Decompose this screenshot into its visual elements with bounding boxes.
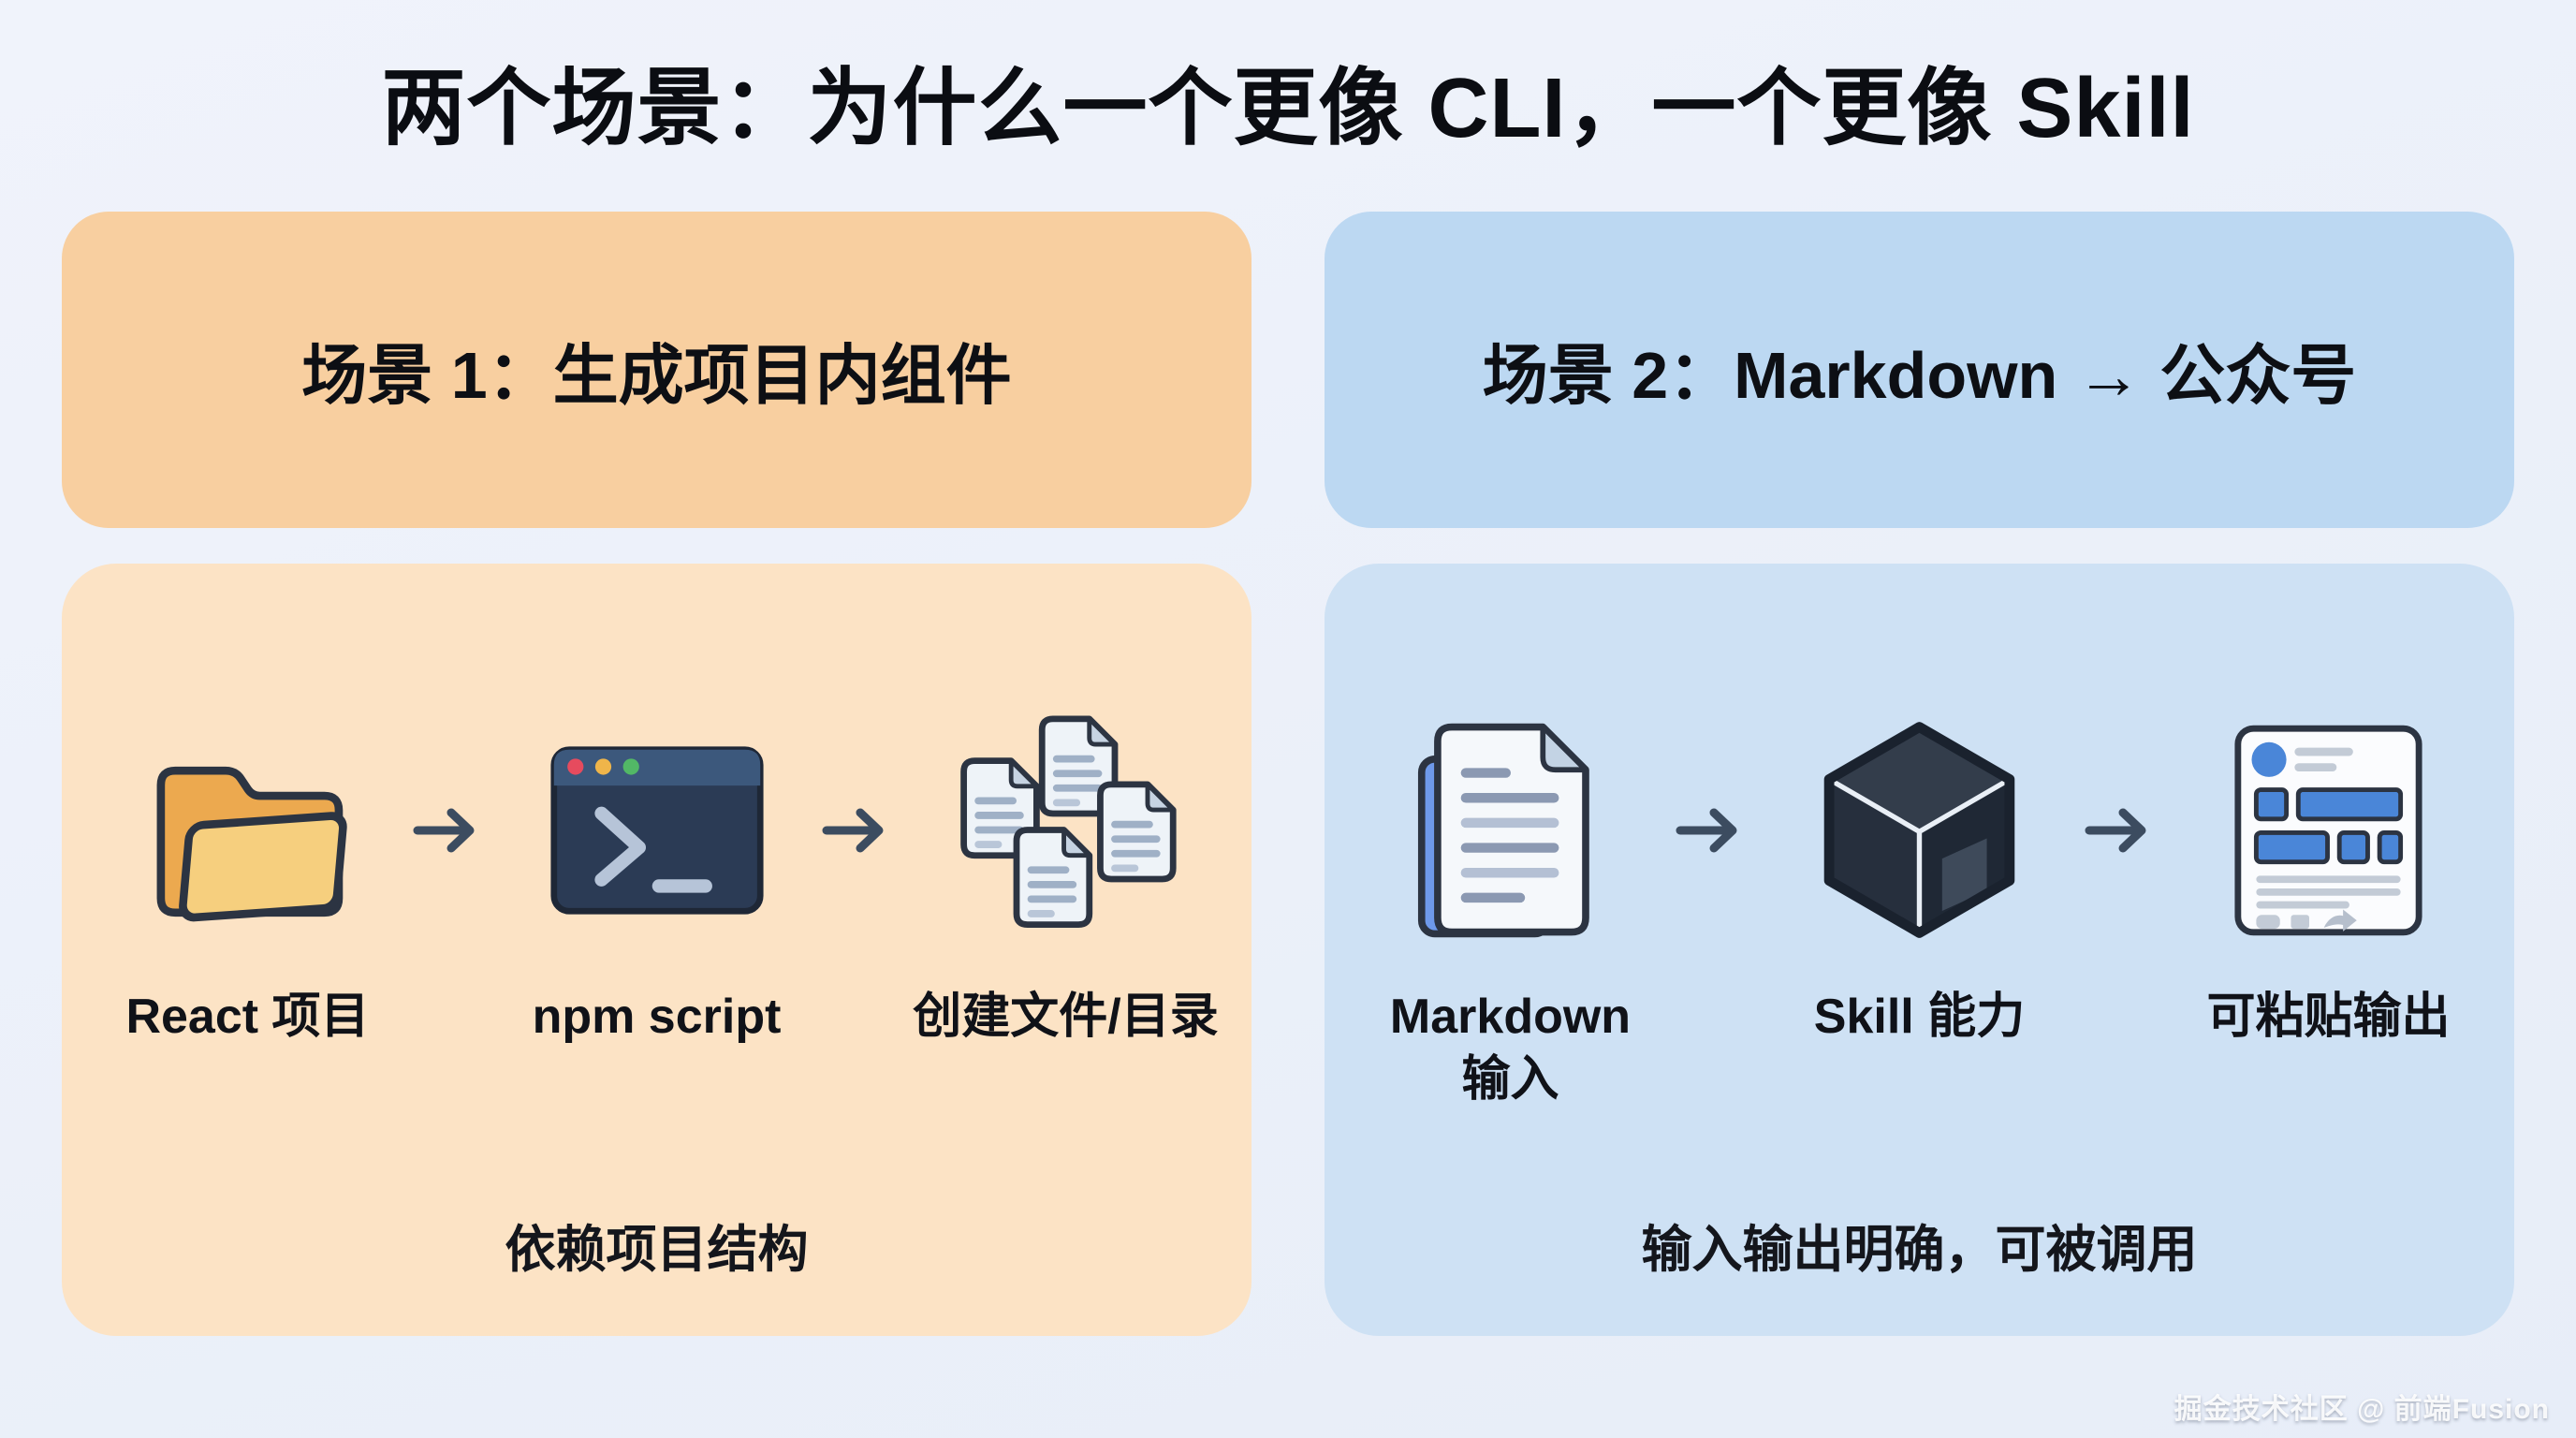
arrow-right-icon — [818, 715, 904, 945]
step-skill-capability: Skill 能力 — [1758, 715, 2081, 1049]
arrow-right-icon — [409, 715, 495, 945]
skill-cube-icon — [1809, 715, 2029, 945]
scenario-2-caption: 输入输出明确，可被调用 — [1641, 1222, 2198, 1278]
scenario-1-caption: 依赖项目结构 — [505, 1222, 809, 1278]
scenario-1-header-text: 场景 1：生成项目内组件 — [301, 338, 1012, 412]
scenario-1-header-card: 场景 1：生成项目内组件 — [62, 212, 1251, 528]
scenario-1-column: 场景 1：生成项目内组件 — [62, 212, 1251, 1336]
scenario-1-body-card: React 项目 — [62, 564, 1251, 1336]
infographic-page: 两个场景：为什么一个更像 CLI，一个更像 Skill 场景 1：生成项目内组件 — [0, 62, 2576, 1425]
arrow-right-icon — [2081, 715, 2167, 945]
scenario-2-header-text: 场景 2：Markdown → 公众号 — [1482, 338, 2357, 412]
scenario-2-header-card: 场景 2：Markdown → 公众号 — [1325, 212, 2514, 528]
step-create-files: 创建文件/目录 — [904, 715, 1227, 1049]
step-label-skill-capability: Skill 能力 — [1813, 990, 2026, 1044]
folder-icon — [136, 715, 360, 945]
watermark: 掘金技术社区 @ 前端Fusion — [2174, 1394, 2550, 1425]
step-label-paste-output: 可粘贴输出 — [2206, 990, 2451, 1044]
scenario-2-column: 场景 2：Markdown → 公众号 — [1325, 212, 2514, 1336]
terminal-icon — [549, 715, 765, 945]
page-title: 两个场景：为什么一个更像 CLI，一个更像 Skill — [381, 62, 2195, 155]
markdown-doc-icon — [1412, 715, 1609, 945]
files-icon — [951, 715, 1180, 945]
step-label-npm-script: npm script — [532, 990, 782, 1044]
scenario-2-flow: Markdown 输入 — [1325, 715, 2514, 1110]
step-react-project: React 项目 — [86, 715, 409, 1049]
step-paste-output: 可粘贴输出 — [2167, 715, 2490, 1049]
scenario-1-flow: React 项目 — [62, 715, 1251, 1049]
step-npm-script: npm script — [495, 715, 818, 1049]
step-label-markdown-input: Markdown 输入 — [1389, 990, 1632, 1107]
scenario-columns: 场景 1：生成项目内组件 — [0, 212, 2576, 1336]
paste-output-icon — [2232, 715, 2424, 945]
step-label-react-project: React 项目 — [125, 990, 370, 1044]
step-markdown-input: Markdown 输入 — [1349, 715, 1672, 1110]
arrow-right-icon — [1672, 715, 1758, 945]
scenario-2-body-card: Markdown 输入 — [1325, 564, 2514, 1336]
step-label-create-files: 创建文件/目录 — [913, 990, 1219, 1044]
